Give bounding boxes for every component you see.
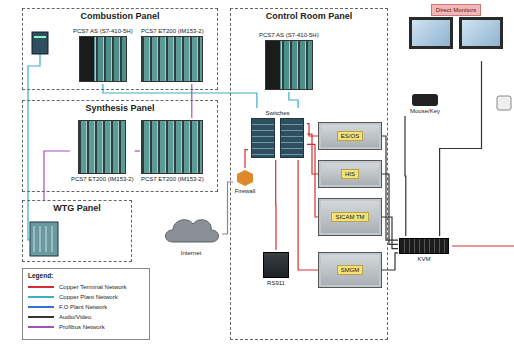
device-node: Direct Monitors: [405, 3, 507, 61]
panel-group: WTG Panel: [22, 200, 132, 262]
server-box: SMGM: [318, 252, 382, 288]
device-body: [263, 252, 289, 278]
legend-row: Profibus Network: [28, 322, 144, 332]
network-link: [382, 174, 398, 244]
server-box: HIS: [318, 160, 382, 188]
legend-line: [28, 316, 54, 318]
device-node: PCS7 AS (S7-410-5H): [258, 30, 320, 92]
node-label: PCS7 AS (S7-410-5H): [259, 31, 319, 39]
legend-text: Audio/Video: [59, 313, 91, 321]
device-body: [249, 118, 306, 158]
node-label: SICAM TM: [331, 212, 368, 222]
device-body: [141, 36, 203, 82]
node-label: ES/OS: [337, 131, 363, 141]
server-box: ES/OS: [318, 122, 382, 150]
node-label: PCS7 ET200 (IM153-2): [71, 175, 134, 183]
node-label: Control Room Panel: [231, 11, 387, 22]
device-node: RS911: [262, 250, 290, 288]
network-link: [307, 134, 318, 174]
device-node: PCS7 AS (S7-410-5H): [72, 26, 134, 84]
wtg-device: [30, 222, 58, 256]
node-label: Direct Monitors: [431, 4, 481, 16]
network-link: [382, 217, 398, 249]
switch-led: [34, 36, 46, 38]
network-link: [298, 160, 318, 270]
legend-line: [28, 306, 54, 308]
legend-row: Copper Plant Network: [28, 292, 144, 302]
device-body: [265, 40, 313, 90]
plant-wire: [28, 54, 40, 240]
node-label: HIS: [341, 169, 359, 179]
device-node: KVM: [398, 236, 450, 264]
legend-row: F.O Plant Network: [28, 302, 144, 312]
network-link: [222, 182, 233, 234]
device-body: [79, 36, 127, 82]
legend-text: F.O Plant Network: [59, 303, 107, 311]
device-node: Firewall: [233, 168, 257, 196]
legend-text: Copper Terminal Network: [59, 283, 127, 291]
device-body: [237, 170, 253, 186]
node-label: SMGM: [337, 265, 364, 275]
node-label: WTG Panel: [23, 203, 131, 214]
network-switch: [32, 32, 48, 54]
network-link: [307, 144, 318, 217]
node-label: Firewall: [235, 187, 256, 195]
node-label: Switches: [265, 109, 289, 117]
network-link: [275, 160, 276, 250]
cloud-shape: [161, 212, 221, 248]
device-node: PCS7 ET200 (IM153-2): [70, 118, 135, 184]
terminal-wire: [452, 245, 514, 246]
switch-unit: [280, 118, 304, 158]
network-link: [440, 61, 482, 236]
device-body: [412, 94, 438, 106]
panel-group: Combustion PanelPCS7 AS (S7-410-5H) PCS7 …: [22, 8, 218, 90]
switch-unit: [251, 118, 275, 158]
legend-title: Legend:: [28, 272, 144, 280]
legend-box: Legend: Copper Terminal NetworkCopper Pla…: [22, 268, 150, 340]
network-link: [404, 116, 406, 236]
node-label: RS911: [267, 279, 285, 287]
node-label: Internet: [181, 249, 201, 257]
monitor: [409, 17, 453, 49]
network-link: [382, 136, 398, 240]
node-label: KVM: [417, 255, 430, 263]
device-body: [406, 17, 506, 59]
server-box: SICAM TM: [318, 198, 382, 236]
legend-line: [28, 296, 54, 298]
device-body: [78, 120, 126, 174]
device-node: Mouse/Key: [400, 92, 450, 116]
monitor: [459, 17, 503, 49]
node-label: PCS7 ET200 (IM153-2): [141, 27, 204, 35]
network-link: [135, 150, 140, 151]
device-node: PCS7 ET200 (IM153-2): [140, 118, 205, 184]
node-label: Combustion Panel: [23, 11, 217, 22]
node-label: Synthesis Panel: [23, 103, 217, 114]
device-node: Internet: [160, 210, 222, 258]
legend-row: Copper Terminal Network: [28, 282, 144, 292]
legend-text: Copper Plant Network: [59, 293, 118, 301]
network-link: [44, 151, 70, 200]
panel-group: Control Room PanelPCS7 AS (S7-410-5H) Swi…: [230, 8, 388, 340]
printer-icon: [497, 96, 511, 110]
node-label: Mouse/Key: [410, 107, 440, 115]
module-lines: [34, 226, 52, 252]
panel-group: Synthesis PanelPCS7 ET200 (IM153-2) PCS7 …: [22, 100, 218, 192]
network-link: [245, 150, 248, 168]
legend-line: [28, 326, 54, 328]
legend-line: [28, 286, 54, 288]
network-link: [382, 253, 398, 270]
device-node: PCS7 ET200 (IM153-2): [140, 26, 205, 84]
legend-text: Profibus Network: [59, 323, 105, 331]
device-body: [399, 238, 449, 254]
device-node: Switches: [248, 108, 307, 160]
legend-row: Audio/Video: [28, 312, 144, 322]
node-label: PCS7 AS (S7-410-5H): [73, 27, 133, 35]
device-body: [141, 120, 203, 174]
device-body: [161, 212, 221, 248]
network-link: [289, 92, 298, 108]
node-label: PCS7 ET200 (IM153-2): [141, 175, 204, 183]
